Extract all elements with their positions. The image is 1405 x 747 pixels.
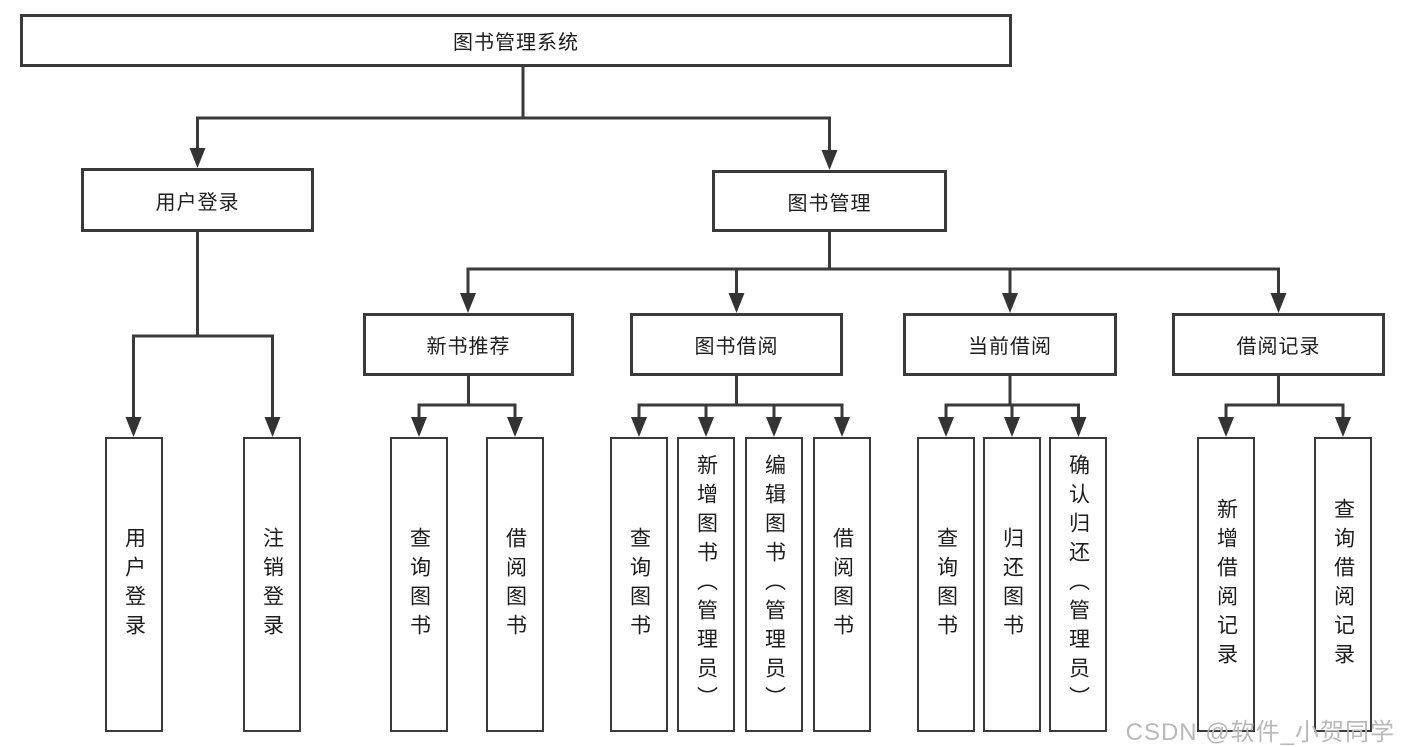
arrow-down-icon	[698, 417, 714, 437]
arrow-down-icon	[1070, 417, 1087, 437]
connector-book-borrow-group	[637, 376, 844, 423]
node-label: 新增图书（管理员）	[694, 454, 718, 715]
node-current-borrowing: 当前借阅	[903, 313, 1117, 376]
node-label: 新增借阅记录	[1214, 497, 1238, 672]
arrow-down-icon	[821, 150, 838, 170]
connector-user-login-branch	[132, 232, 274, 423]
node-label: 借阅图书	[503, 526, 527, 643]
node-user-login: 用户登录	[105, 437, 163, 732]
arrow-down-icon	[766, 417, 782, 437]
arrowheads	[125, 148, 1351, 437]
arrow-down-icon	[507, 417, 523, 437]
arrow-down-icon	[1002, 293, 1018, 313]
node-borrow-books-recommend: 借阅图书	[486, 437, 544, 732]
node-label: 查询图书	[627, 526, 651, 643]
node-label: 确认归还（管理员）	[1066, 454, 1090, 715]
node-query-borrow-record: 查询借阅记录	[1314, 437, 1372, 732]
node-book-borrowing: 图书借阅	[630, 313, 843, 376]
node-query-books-borrowing: 查询图书	[610, 437, 668, 732]
node-label: 查询借阅记录	[1331, 497, 1355, 672]
node-label: 查询图书	[934, 526, 958, 643]
connector-records-group	[1224, 376, 1345, 423]
arrow-down-icon	[1335, 417, 1351, 437]
arrow-down-icon	[189, 148, 206, 168]
node-new-book-recommendation: 新书推荐	[363, 313, 574, 376]
node-user-login-branch: 用户登录	[81, 168, 314, 232]
node-label: 注销登录	[260, 526, 284, 643]
node-label: 新书推荐	[426, 336, 511, 358]
node-label: 借阅图书	[830, 526, 854, 643]
node-label: 编辑图书（管理员）	[762, 454, 786, 715]
node-library-management-system: 图书管理系统	[20, 14, 1012, 67]
node-label: 查询图书	[407, 526, 431, 643]
node-label: 图书管理系统	[453, 32, 579, 54]
node-label: 图书管理	[787, 192, 872, 215]
node-book-management: 图书管理	[712, 170, 947, 232]
connector-book-management-branch	[466, 232, 1280, 299]
csdn-watermark: CSDN @软件_小贺同学	[1125, 719, 1395, 746]
arrow-down-icon	[938, 417, 954, 437]
arrow-down-icon	[460, 293, 476, 313]
node-borrowing-records: 借阅记录	[1172, 313, 1385, 376]
node-label: 当前借阅	[968, 336, 1052, 358]
arrow-down-icon	[411, 417, 427, 437]
node-query-books-recommend: 查询图书	[390, 437, 448, 732]
arrow-down-icon	[1270, 293, 1287, 313]
arrow-down-icon	[834, 417, 850, 437]
arrow-down-icon	[631, 417, 647, 437]
arrow-down-icon	[1004, 417, 1020, 437]
node-confirm-return-admin: 确认归还（管理员）	[1049, 437, 1107, 732]
node-label: 借阅记录	[1236, 336, 1321, 358]
node-label: 用户登录	[122, 526, 146, 643]
node-query-books-current: 查询图书	[917, 437, 975, 732]
connector-root-to-level2	[196, 67, 831, 156]
connector-current-borrow-group	[944, 376, 1080, 423]
node-add-borrow-record: 新增借阅记录	[1197, 437, 1255, 732]
node-edit-books-admin: 编辑图书（管理员）	[745, 437, 803, 732]
arrow-down-icon	[264, 417, 281, 437]
node-label: 图书借阅	[694, 336, 779, 358]
node-return-books: 归还图书	[983, 437, 1041, 732]
node-add-books-admin: 新增图书（管理员）	[677, 437, 735, 732]
connector-new-book-group	[417, 376, 517, 423]
node-label: 用户登录	[155, 191, 240, 214]
arrow-down-icon	[728, 293, 745, 313]
node-logout: 注销登录	[243, 437, 301, 732]
node-borrow-books-borrowing: 借阅图书	[813, 437, 871, 732]
arrow-down-icon	[125, 417, 142, 437]
arrow-down-icon	[1218, 417, 1234, 437]
node-label: 归还图书	[1000, 526, 1024, 643]
